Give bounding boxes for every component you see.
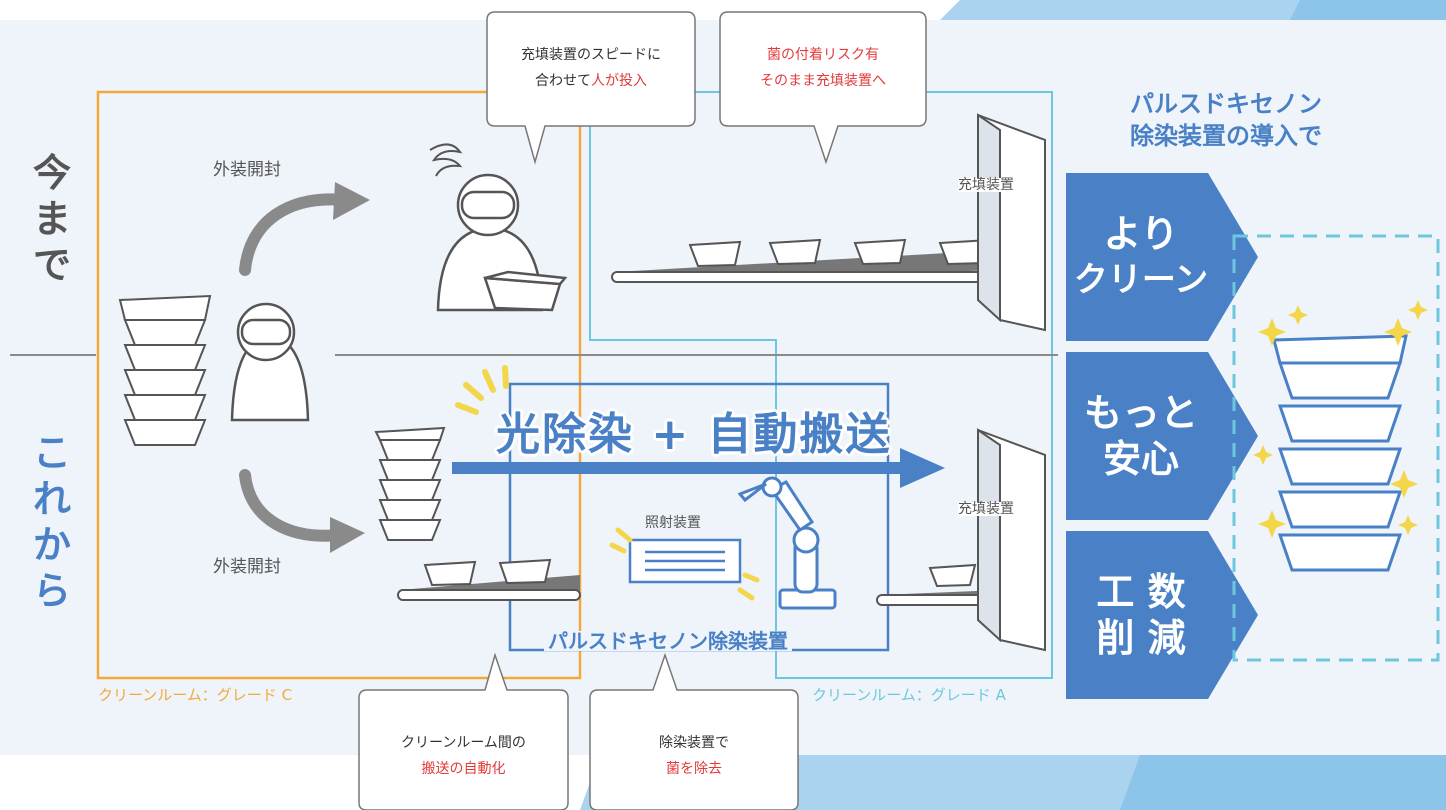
bubble-2-line2: そのまま充填装置へ <box>760 73 886 89</box>
speech-bubbles <box>358 11 927 810</box>
tray-stack-bottom <box>374 426 446 541</box>
irradiator-icon <box>628 538 742 584</box>
person-icon-center <box>230 302 310 422</box>
conveyor-bottom <box>397 558 581 601</box>
benefit-labor: 工 数 削 減 <box>1066 569 1216 661</box>
irradiator-label: 照射装置 <box>645 515 701 531</box>
bubble-1-line1: 充填装置のスピードに <box>521 47 661 63</box>
bubble-1: 充填装置のスピードに 合わせて人が投入 <box>487 42 695 94</box>
conveyor-top <box>611 238 1013 283</box>
bubble-4-line1: 除染装置で <box>659 735 729 751</box>
tray-stack-left <box>118 294 212 446</box>
benefits-title-line1: パルスドキセノン <box>1130 90 1322 118</box>
filler-machine-bottom <box>977 428 1046 652</box>
bubble-1-line2b: 人が投入 <box>591 73 647 89</box>
filler-machine-top <box>977 113 1046 332</box>
benefit-clean-line1: より <box>1103 212 1179 256</box>
row-label-after: これから <box>32 431 71 613</box>
sparkle-icons <box>1253 300 1428 538</box>
robot-arm-icon <box>737 476 837 610</box>
cleanroom-a-label: クリーンルーム：グレード A <box>812 686 1006 704</box>
benefit-clean-line2: クリーン <box>1073 260 1209 300</box>
filler-label-bottom: 充填装置 <box>958 501 1014 517</box>
headline: 光除染 + 自動搬送 <box>496 409 892 460</box>
unpack-label-top: 外装開封 <box>213 160 281 180</box>
bubble-3-line2: 搬送の自動化 <box>421 761 506 777</box>
bubble-1-line2: 合わせて人が投入 <box>487 68 695 94</box>
benefit-labor-line2: 削 減 <box>1096 616 1186 660</box>
clean-tray-stack <box>1272 334 1408 572</box>
bubble-3-line1: クリーンルーム間の <box>401 735 526 751</box>
bubble-2-line1: 菌の付着リスク有 <box>767 47 879 63</box>
person-icon-top <box>436 173 568 312</box>
unpack-label-bottom: 外装開封 <box>213 557 281 577</box>
benefit-safe-line2: 安心 <box>1102 437 1179 481</box>
benefit-clean: より クリーン <box>1066 211 1216 303</box>
bubble-4-line2: 菌を除去 <box>666 761 722 777</box>
pulse-device-label: パルスドキセノン除染装置 <box>544 631 792 651</box>
bubble-3: クリーンルーム間の 搬送の自動化 <box>359 730 568 782</box>
row-label-before: 今まで <box>32 151 71 287</box>
benefit-safe-line1: もっと <box>1083 391 1198 435</box>
benefit-labor-line1: 工 数 <box>1096 570 1186 614</box>
bubble-2: 菌の付着リスク有 そのまま充填装置へ <box>720 42 926 94</box>
filler-label-top: 充填装置 <box>958 177 1014 193</box>
bubble-1-line2a: 合わせて <box>535 73 591 89</box>
benefit-safe: もっと 安心 <box>1066 390 1216 482</box>
cleanroom-c-label: クリーンルーム：グレード C <box>98 686 293 704</box>
benefits-title-line2: 除染装置の導入で <box>1130 122 1322 150</box>
bubble-4: 除染装置で 菌を除去 <box>590 730 798 782</box>
benefit-arrows <box>1066 173 1258 699</box>
